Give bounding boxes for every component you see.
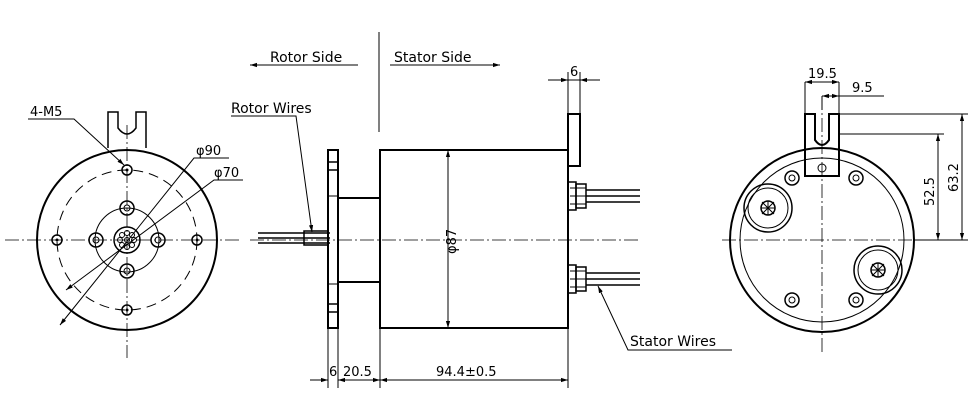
stator-tab (567, 113, 581, 167)
dim-body-length: 94.4±0.5 (436, 365, 497, 380)
stator-body (379, 149, 569, 329)
leader-stator-wires (597, 285, 732, 351)
dim-tab-slot-offset: 9.5 (852, 81, 873, 96)
leader-4-m5 (28, 118, 125, 166)
right-gland-lower (853, 245, 903, 295)
flange-hole-bottom (327, 303, 339, 313)
right-inner-ring (739, 157, 905, 323)
rotor-side-label: Rotor Side (270, 50, 342, 66)
stator-gland-bottom (567, 264, 640, 294)
leader-dia90 (59, 157, 229, 326)
stator-wires-label: Stator Wires (630, 334, 716, 350)
rotor-flange (327, 149, 339, 329)
end-view-right: 19.5 9.5 52.5 63.2 (722, 67, 968, 352)
label-dia90: φ90 (196, 144, 221, 159)
label-dia70: φ70 (214, 166, 239, 181)
side-view-middle: Rotor Side Stator Side Rotor Wires φ87 (231, 32, 732, 388)
left-bolt-holes (51, 164, 203, 316)
stator-side-label: Stator Side (394, 50, 472, 66)
dim-flange-thickness: 6 (329, 365, 337, 380)
right-mount-holes (784, 170, 864, 308)
dim-tab-thickness: 6 (570, 65, 578, 80)
leader-rotor-wires (231, 115, 314, 233)
dim-height-63: 63.2 (947, 163, 962, 192)
dim-neck-length: 20.5 (343, 365, 372, 380)
left-top-tab (107, 111, 147, 148)
leader-dia70 (65, 179, 243, 291)
left-inner-holes (88, 200, 166, 279)
left-hub-circle-dia70 (94, 207, 160, 273)
right-gland-upper (743, 183, 793, 233)
rotor-wires-label: Rotor Wires (231, 101, 312, 117)
flange-hole-top (327, 161, 339, 171)
front-view-left: 4-M5 φ90 φ70 (5, 105, 243, 358)
stator-gland-top (567, 181, 640, 211)
label-4-m5: 4-M5 (30, 105, 62, 120)
dim-dia87-label: φ87 (445, 229, 460, 254)
dim-height-52: 52.5 (923, 177, 938, 206)
left-flange-outline (36, 149, 218, 331)
right-top-tab (804, 113, 840, 177)
dim-tab-width: 19.5 (808, 67, 837, 82)
